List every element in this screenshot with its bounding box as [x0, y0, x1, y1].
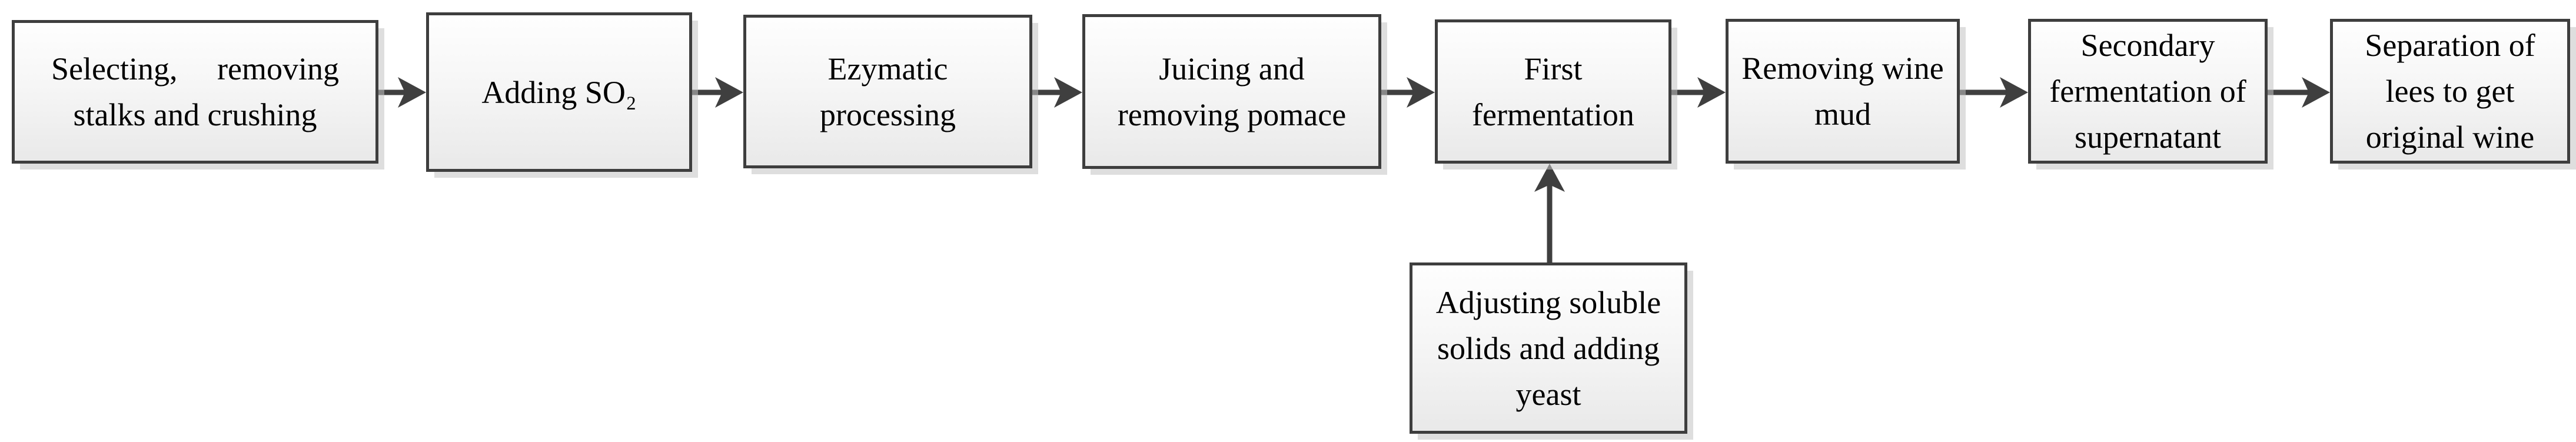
step-label: Secondary fermentation of supernatant — [2049, 28, 2246, 155]
step-label: Ezymatic processing — [820, 51, 956, 132]
arrow-up-icon — [1534, 164, 1565, 262]
step-secondary-fermentation-supernatant: Secondary fermentation of supernatant — [2028, 19, 2268, 164]
step-removing-wine-mud: Removing wine mud — [1726, 19, 1960, 164]
step-juicing-removing-pomace: Juicing and removing pomace — [1082, 14, 1381, 169]
arrow-right-icon — [1032, 77, 1082, 108]
arrow-right-icon — [1671, 77, 1726, 108]
step-separation-of-lees: Separation of lees to get original wine — [2330, 19, 2570, 164]
step-label: Juicing and removing pomace — [1117, 51, 1347, 132]
step-adding-so2: Adding SO₂ — [426, 12, 692, 172]
step-label: First fermentation — [1472, 51, 1634, 132]
step-ezymatic-processing: Ezymatic processing — [743, 15, 1032, 168]
step-label: Removing wine mud — [1741, 51, 1944, 132]
step-label: Separation of lees to get original wine — [2365, 28, 2535, 155]
step-adjusting-soluble-solids-adding-yeast: Adjusting soluble solids and adding yeas… — [1410, 262, 1687, 434]
step-label: Adjusting soluble solids and adding yeas… — [1435, 284, 1661, 412]
step-selecting-removing-stalks-crushing: Selecting, removing stalks and crushing — [12, 20, 378, 164]
arrow-right-icon — [2268, 77, 2330, 108]
arrow-right-icon — [378, 77, 426, 108]
step-label: Selecting, removing stalks and crushing — [51, 51, 339, 132]
arrow-right-icon — [692, 77, 743, 108]
step-first-fermentation: First fermentation — [1435, 19, 1671, 164]
step-label: Adding SO₂ — [481, 74, 637, 110]
arrow-right-icon — [1381, 77, 1435, 108]
arrow-right-icon — [1960, 77, 2028, 108]
